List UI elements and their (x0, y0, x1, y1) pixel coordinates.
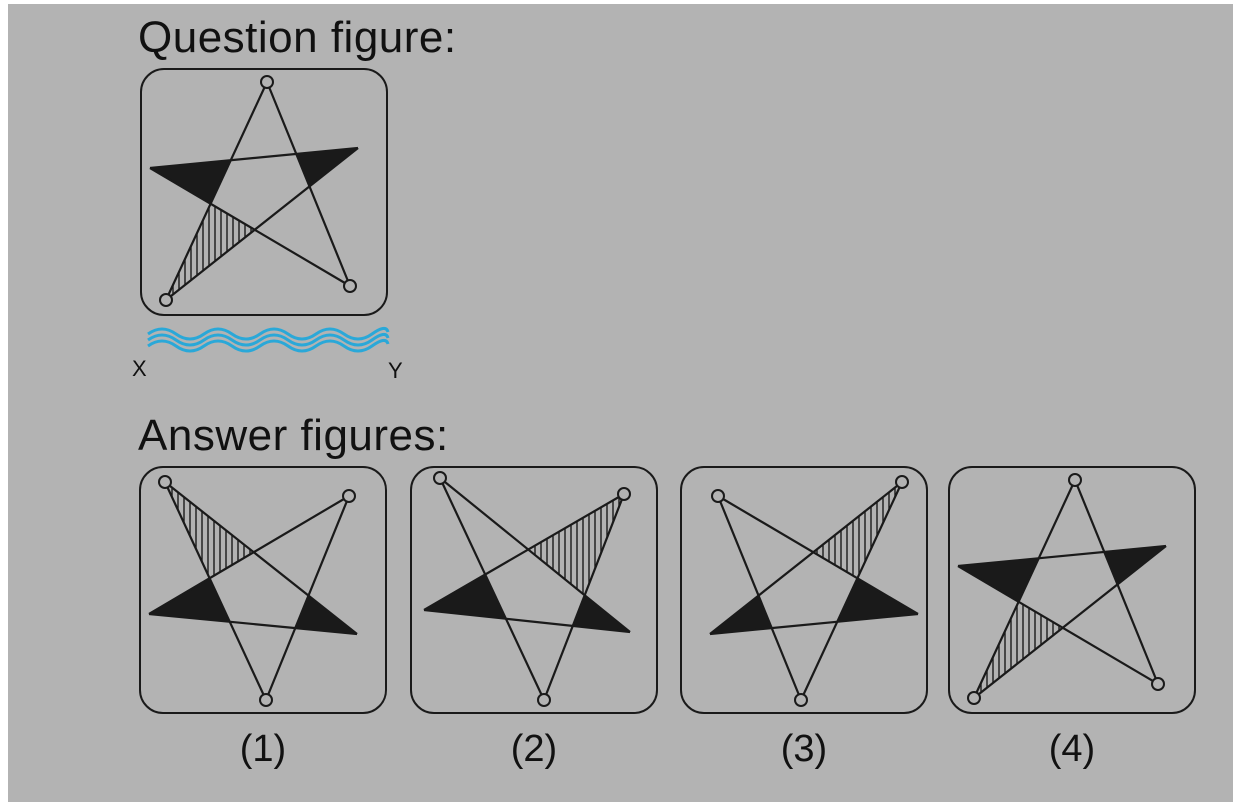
right-black-wedge (295, 595, 357, 634)
answer-star-4 (957, 473, 1167, 705)
answer-star-1 (148, 475, 358, 707)
star-edge (423, 608, 631, 634)
star-group (423, 471, 631, 707)
left-black-wedge (837, 578, 918, 622)
star-group (709, 475, 919, 707)
answer-label-3: (3) (780, 728, 828, 770)
question-heading: Question figure: (138, 13, 457, 62)
hatched-wedge (527, 492, 626, 597)
tip-circle (794, 693, 808, 707)
hatched-wedge (812, 481, 903, 580)
tip-circle (1068, 473, 1082, 487)
star-edge (1073, 479, 1160, 685)
puzzle-canvas: Question figure: X Y Answer figures: (1)… (8, 4, 1233, 802)
tip-circle (343, 279, 357, 293)
left-black-wedge (958, 558, 1039, 602)
star-edge (973, 479, 1076, 699)
hatched-wedge (973, 600, 1064, 699)
star-edge (716, 495, 803, 701)
left-black-wedge (572, 595, 630, 632)
tip-circle (711, 489, 725, 503)
hatched-wedge (165, 202, 256, 301)
star-edge (149, 146, 359, 170)
star-edge (439, 477, 545, 701)
tip-circle (1151, 677, 1165, 691)
star-group (957, 473, 1167, 705)
mirror-label-y: Y (388, 358, 403, 383)
question-figure (140, 68, 388, 316)
star-edge (709, 481, 903, 635)
star-edge (957, 565, 1159, 685)
star-edge (800, 481, 903, 701)
star-edge (973, 545, 1167, 699)
star-edge (542, 493, 626, 701)
tip-circle (895, 475, 909, 489)
right-black-wedge (424, 574, 506, 619)
answer-figure-3[interactable] (680, 466, 928, 714)
star-edge (165, 81, 268, 301)
star-edge (265, 81, 352, 287)
right-black-wedge (296, 148, 358, 187)
answer-label-4: (4) (1048, 728, 1096, 770)
star-edge (148, 612, 358, 636)
tip-circle (967, 691, 981, 705)
star-edge (264, 495, 351, 701)
answer-label-1: (1) (239, 728, 287, 770)
star-edge (439, 477, 631, 633)
answer-heading: Answer figures: (138, 411, 449, 460)
right-black-wedge (1104, 546, 1166, 585)
star-edge (423, 493, 625, 611)
answer-figure-2[interactable] (410, 466, 658, 714)
star-group (148, 475, 358, 707)
star-edge (148, 495, 350, 615)
left-black-wedge (150, 160, 231, 204)
tip-circle (158, 475, 172, 489)
tip-circle (159, 293, 173, 307)
mirror-line (147, 327, 390, 353)
star-edge (149, 167, 351, 287)
question-star (149, 75, 359, 307)
tip-circle (260, 75, 274, 89)
answer-figure-4[interactable] (948, 466, 1196, 714)
star-group (149, 75, 359, 307)
tip-circle (342, 489, 356, 503)
tip-circle (537, 693, 551, 707)
answer-label-2: (2) (510, 728, 558, 770)
answer-star-2 (423, 471, 631, 707)
right-black-wedge (710, 595, 772, 634)
star-edge (709, 612, 919, 636)
answer-star-3 (709, 475, 919, 707)
star-edge (717, 495, 919, 615)
star-edge (164, 481, 358, 635)
hatched-wedge (164, 481, 255, 580)
tip-circle (617, 487, 631, 501)
left-black-wedge (149, 578, 230, 622)
answer-figure-1[interactable] (139, 466, 387, 714)
tip-circle (259, 693, 273, 707)
mirror-label-x: X (132, 356, 147, 381)
star-edge (957, 544, 1167, 568)
star-edge (164, 481, 267, 701)
star-edge (165, 147, 359, 301)
tip-circle (433, 471, 447, 485)
